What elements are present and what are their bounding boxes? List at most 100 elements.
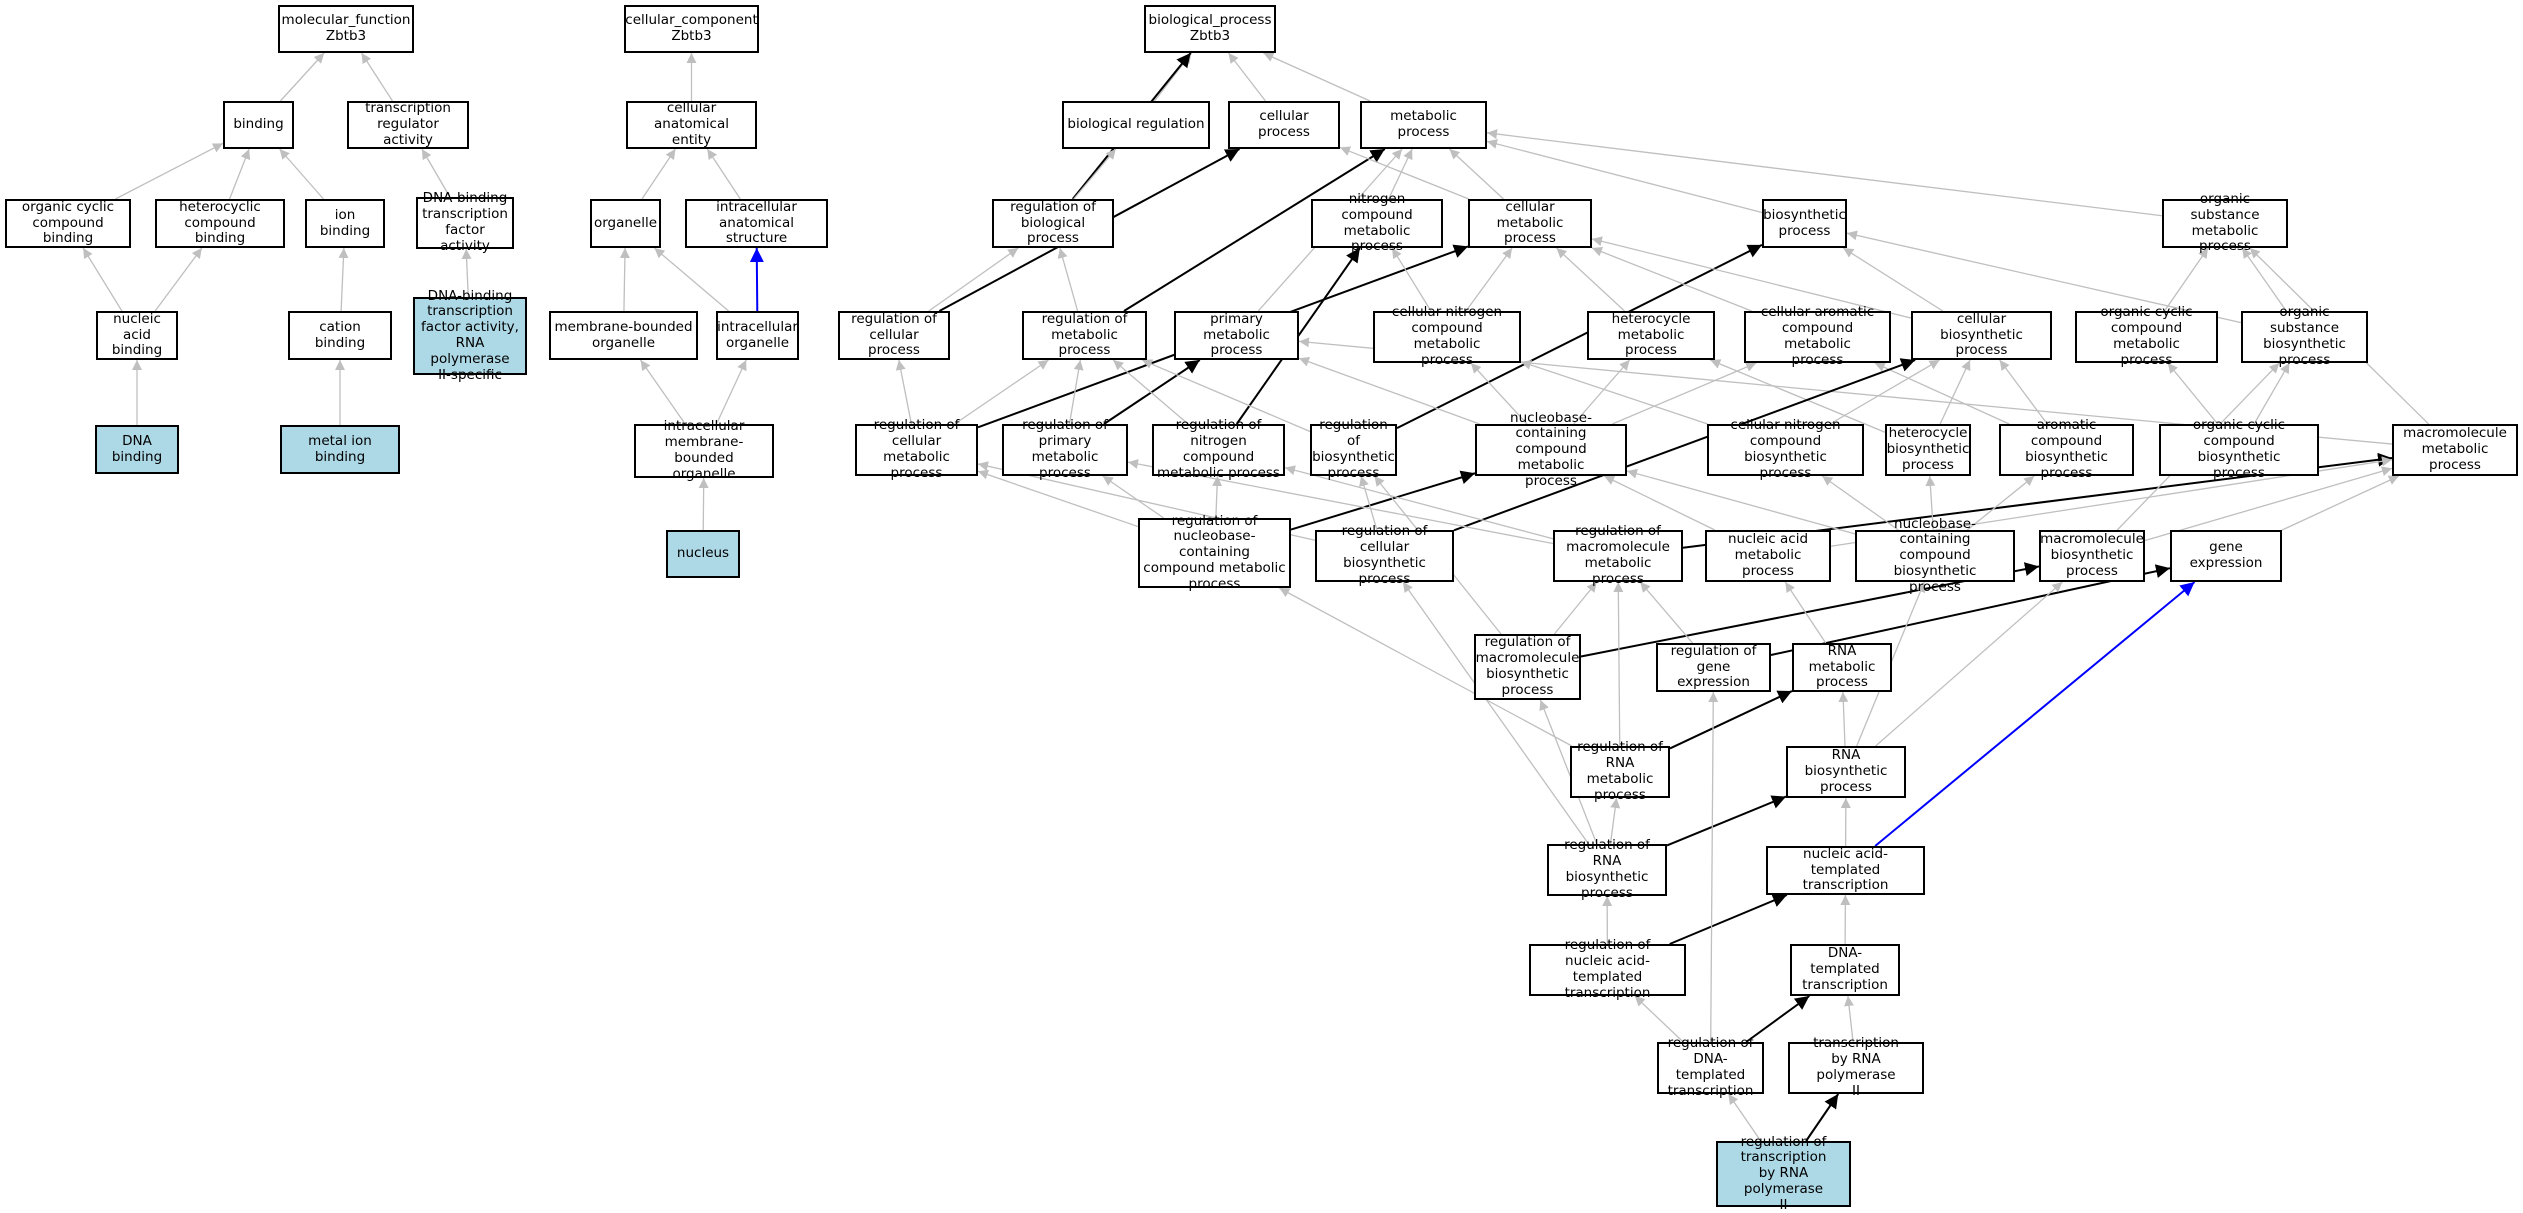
node-primary-metabolic-process[interactable]: primary metabolic process xyxy=(1174,311,1299,360)
node-intracellular-organelle[interactable]: intracellular organelle xyxy=(716,311,799,360)
node-transcription-regulator-activity[interactable]: transcription regulator activity xyxy=(347,101,469,149)
node-macromolecule-biosynthetic-process[interactable]: macromolecule biosynthetic process xyxy=(2039,530,2145,582)
edge-io-to-org xyxy=(654,248,728,311)
node-regulation-of-metabolic-process[interactable]: regulation of metabolic process xyxy=(1022,311,1147,360)
node-regulation-of-nucleic-acid-templated-transcription[interactable]: regulation of nucleic acid-templated tra… xyxy=(1529,944,1686,996)
node-rna-metabolic-process[interactable]: RNA metabolic process xyxy=(1792,643,1892,692)
node-regulation-of-primary-metabolic-process[interactable]: regulation of primary metabolic process xyxy=(1002,424,1128,476)
edge-hbp-to-cbp xyxy=(1940,360,1970,424)
edge-rmbp-to-rmmp xyxy=(1554,582,1596,634)
edge-nucleus-to-imbo xyxy=(703,478,704,530)
node-regulation-of-biosynthetic-process[interactable]: regulation of biosynthetic process xyxy=(1310,424,1397,476)
node-biological-process[interactable]: biological_process Zbtb3 xyxy=(1144,5,1276,53)
edge-rrnabp-to-rnabp xyxy=(1667,797,1786,846)
node-cellular-metabolic-process[interactable]: cellular metabolic process xyxy=(1468,199,1592,248)
node-dna-templated-transcription[interactable]: DNA-templated transcription xyxy=(1790,944,1900,996)
node-nitrogen-compound-metabolic-process[interactable]: nitrogen compound metabolic process xyxy=(1311,199,1443,248)
edge-org-to-cae xyxy=(642,149,676,199)
edge-cncbp-to-cbp xyxy=(1830,360,1940,424)
edge-acbp-to-cbp xyxy=(2000,360,2048,424)
node-membrane-bounded-organelle[interactable]: membrane-bounded organelle xyxy=(549,311,698,360)
node-cation-binding[interactable]: cation binding xyxy=(288,311,392,360)
node-heterocycle-metabolic-process[interactable]: heterocycle metabolic process xyxy=(1587,311,1715,360)
node-organic-cyclic-compound-binding[interactable]: organic cyclic compound binding xyxy=(5,199,131,248)
node-aromatic-compound-biosynthetic-process[interactable]: aromatic compound biosynthetic process xyxy=(1999,424,2134,476)
edge-nab-to-ocb xyxy=(83,248,122,311)
node-regulation-of-dna-templated-transcription[interactable]: regulation of DNA-templated transcriptio… xyxy=(1657,1042,1764,1094)
node-organelle[interactable]: organelle xyxy=(590,199,661,248)
node-nucleobase-containing-compound-biosynthetic-process[interactable]: nucleobase-containing compound biosynthe… xyxy=(1855,530,2015,582)
edge-rnatt-to-natt xyxy=(1670,895,1787,944)
node-dna-binding-tf-activity-rnap2[interactable]: DNA-binding transcription factor activit… xyxy=(413,297,527,375)
node-nucleobase-containing-compound-metabolic-process[interactable]: nucleobase-containing compound metabolic… xyxy=(1475,424,1627,476)
node-regulation-of-rna-biosynthetic-process[interactable]: regulation of RNA biosynthetic process xyxy=(1547,844,1667,896)
node-regulation-of-macromolecule-biosynthetic-process[interactable]: regulation of macromolecule biosynthetic… xyxy=(1474,634,1581,700)
node-regulation-of-nucleobase-containing-compound-metabolic-process[interactable]: regulation of nucleobase-containing comp… xyxy=(1138,518,1291,588)
node-regulation-of-cellular-process[interactable]: regulation of cellular process xyxy=(838,311,950,360)
node-cellular-nitrogen-compound-metabolic-process[interactable]: cellular nitrogen compound metabolic pro… xyxy=(1373,311,1521,363)
edge-mp-to-bp xyxy=(1263,53,1370,101)
node-transcription-by-rna-polymerase-ii[interactable]: transcription by RNA polymerase II xyxy=(1788,1042,1924,1094)
node-molecular-function[interactable]: molecular_function Zbtb3 xyxy=(278,5,414,53)
node-dna-binding-transcription-factor-activity[interactable]: DNA-binding transcription factor activit… xyxy=(416,197,514,249)
node-heterocyclic-compound-binding[interactable]: heterocyclic compound binding xyxy=(155,199,285,248)
node-biosynthetic-process[interactable]: biosynthetic process xyxy=(1762,199,1847,248)
node-regulation-of-cellular-biosynthetic-process[interactable]: regulation of cellular biosynthetic proc… xyxy=(1315,530,1454,582)
node-nucleic-acid-metabolic-process[interactable]: nucleic acid metabolic process xyxy=(1705,530,1831,582)
node-cellular-component[interactable]: cellular_component Zbtb3 xyxy=(624,5,759,53)
node-heterocycle-biosynthetic-process[interactable]: heterocycle biosynthetic process xyxy=(1885,424,1971,476)
edge-cncmp-to-ncmp xyxy=(1392,248,1431,311)
node-cellular-anatomical-entity[interactable]: cellular anatomical entity xyxy=(626,101,757,149)
node-metabolic-process[interactable]: metabolic process xyxy=(1360,101,1487,149)
edge-ionb-to-binding xyxy=(280,149,324,199)
edge-rnbcmp-to-nbcmp xyxy=(1291,473,1475,529)
edge-rncmp-to-rmp xyxy=(1113,360,1188,424)
node-dna-binding[interactable]: DNA binding xyxy=(95,425,179,474)
node-cellular-aromatic-compound-metabolic-process[interactable]: cellular aromatic compound metabolic pro… xyxy=(1744,311,1891,363)
node-macromolecule-metabolic-process[interactable]: macromolecule metabolic process xyxy=(2392,424,2518,476)
node-nucleic-acid-binding[interactable]: nucleic acid binding xyxy=(96,311,178,360)
node-regulation-of-rna-metabolic-process[interactable]: regulation of RNA metabolic process xyxy=(1570,746,1670,798)
node-intracellular-anatomical-structure[interactable]: intracellular anatomical structure xyxy=(685,199,828,248)
node-regulation-of-transcription-by-rna-polymerase-ii[interactable]: regulation of transcription by RNA polym… xyxy=(1716,1141,1851,1207)
edge-osbp-to-osmp xyxy=(2242,248,2286,311)
node-nucleic-acid-templated-transcription[interactable]: nucleic acid-templated transcription xyxy=(1766,846,1925,895)
node-gene-expression[interactable]: gene expression xyxy=(2170,530,2282,582)
node-rna-biosynthetic-process[interactable]: RNA biosynthetic process xyxy=(1786,746,1906,798)
node-intracellular-membrane-bounded-organelle[interactable]: intracellular membrane-bounded organelle xyxy=(634,424,774,478)
edge-mbo-to-org xyxy=(624,248,625,311)
edge-trreg-to-mf xyxy=(362,53,393,101)
edge-ias-to-cae xyxy=(707,149,740,199)
edge-rcmp-to-rmp xyxy=(955,360,1049,424)
node-regulation-of-cellular-metabolic-process[interactable]: regulation of cellular metabolic process xyxy=(855,424,978,476)
node-biological-regulation[interactable]: biological regulation xyxy=(1062,101,1210,149)
node-regulation-of-nitrogen-compound-metabolic-process[interactable]: regulation of nitrogen compound metaboli… xyxy=(1152,424,1285,476)
node-cellular-biosynthetic-process[interactable]: cellular biosynthetic process xyxy=(1911,311,2052,360)
node-organic-substance-biosynthetic-process[interactable]: organic substance biosynthetic process xyxy=(2241,311,2368,363)
edge-hcb-to-binding xyxy=(230,149,250,199)
edge-cmp-to-mp xyxy=(1449,149,1503,199)
node-regulation-of-macromolecule-metabolic-process[interactable]: regulation of macromolecule metabolic pr… xyxy=(1553,530,1683,582)
node-organic-cyclic-compound-metabolic-process[interactable]: organic cyclic compound metabolic proces… xyxy=(2075,311,2218,363)
edge-cacmp-to-cmp xyxy=(1592,248,1752,311)
edge-ocb-to-binding xyxy=(115,143,223,199)
node-ion-binding[interactable]: ion binding xyxy=(305,199,385,248)
node-regulation-of-biological-process[interactable]: regulation of biological process xyxy=(992,199,1114,248)
edge-rdtt-to-rge xyxy=(1711,692,1714,1042)
edge-occbp-to-osbp xyxy=(2254,363,2289,424)
edge-occbp-to-occmp xyxy=(2168,363,2218,424)
node-cellular-nitrogen-compound-biosynthetic-process[interactable]: cellular nitrogen compound biosynthetic … xyxy=(1707,424,1864,476)
node-regulation-of-gene-expression[interactable]: regulation of gene expression xyxy=(1656,643,1771,692)
node-organic-cyclic-compound-biosynthetic-process[interactable]: organic cyclic compound biosynthetic pro… xyxy=(2159,424,2319,476)
edge-rge-to-rmmp xyxy=(1640,582,1692,643)
node-cellular-process[interactable]: cellular process xyxy=(1228,101,1340,149)
edge-rpmp-to-pmp xyxy=(1104,360,1200,424)
edge-rnbcmp-to-rncmp xyxy=(1216,476,1218,518)
node-metal-ion-binding[interactable]: metal ion binding xyxy=(280,425,400,474)
edge-rmp-to-rbp xyxy=(1060,248,1078,311)
node-nucleus[interactable]: nucleus xyxy=(666,530,740,578)
node-organic-substance-metabolic-process[interactable]: organic substance metabolic process xyxy=(2162,199,2288,248)
node-binding[interactable]: binding xyxy=(223,101,294,149)
